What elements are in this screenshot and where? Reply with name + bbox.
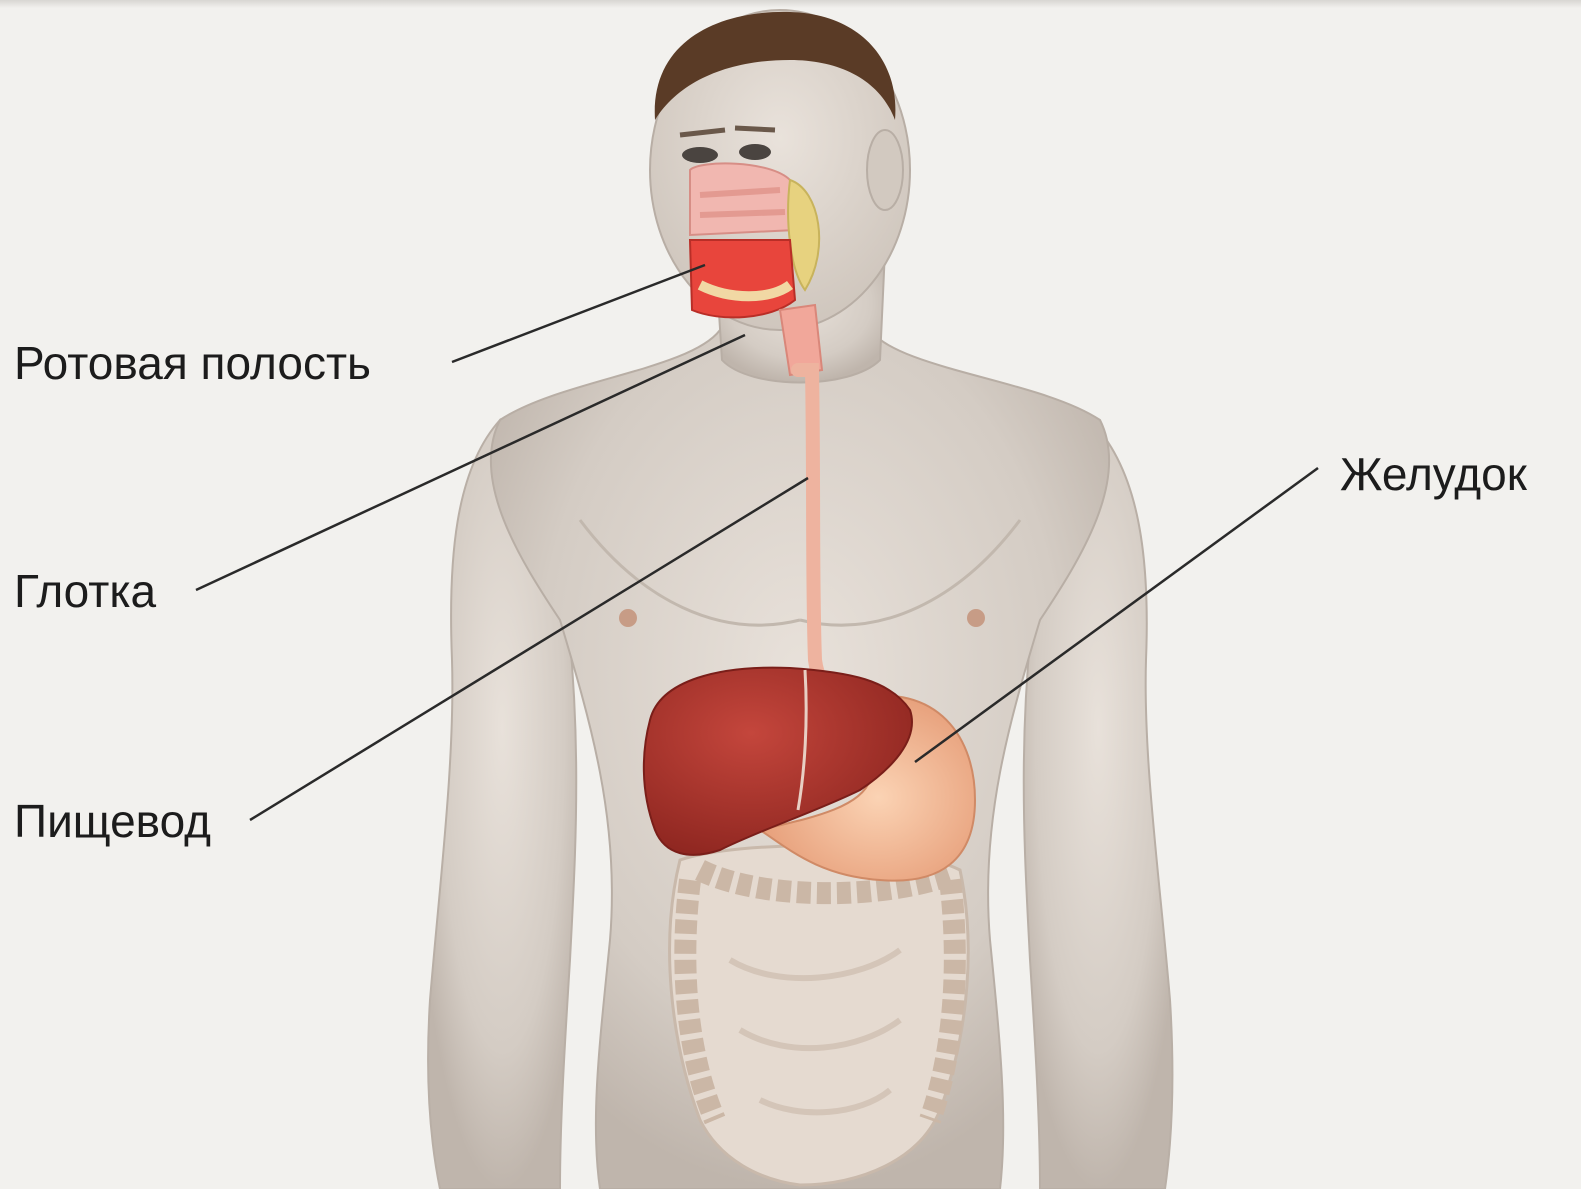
nasal-cavity	[690, 163, 795, 235]
label-pharynx: Глотка	[14, 568, 156, 614]
eye-right	[739, 144, 771, 160]
leader-line-mouth	[452, 265, 705, 362]
eye-left	[682, 147, 718, 163]
head	[650, 10, 910, 330]
oral-cavity	[690, 240, 795, 317]
label-mouth-cavity: Ротовая полость	[14, 340, 371, 386]
label-esophagus: Пищевод	[14, 798, 211, 844]
label-stomach: Желудок	[1340, 451, 1527, 497]
intestines	[670, 846, 969, 1185]
ear-right	[867, 130, 903, 210]
